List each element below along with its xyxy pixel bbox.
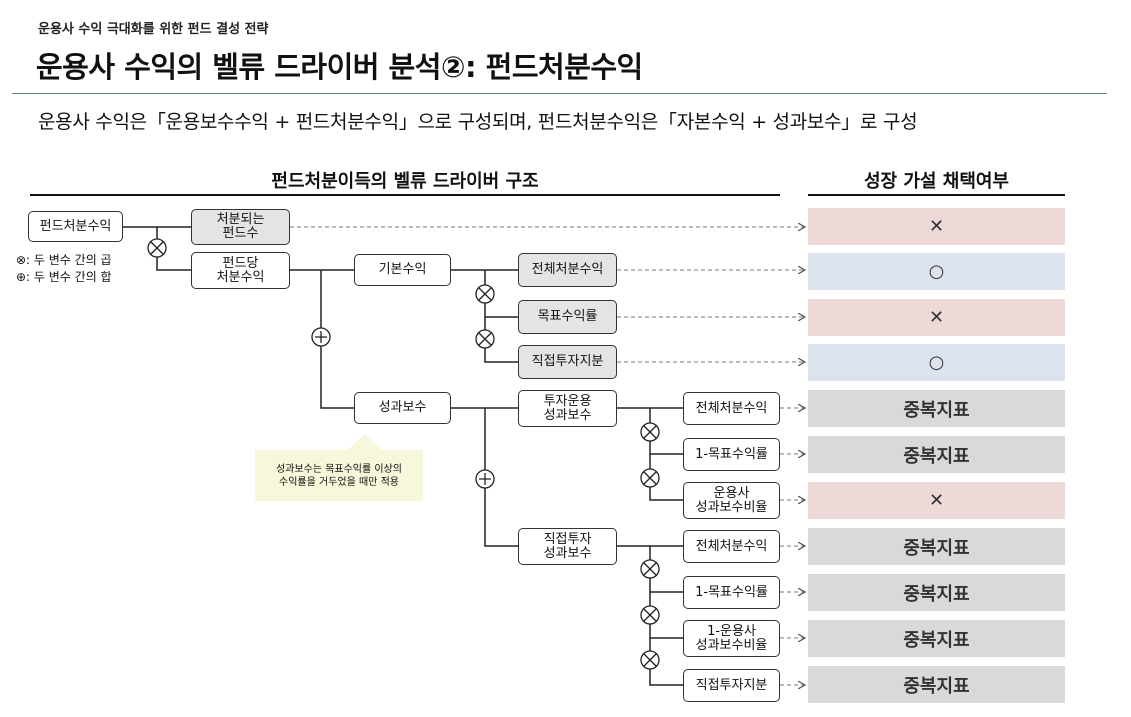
node-direct-investment-perf-fee: 직접투자 성과보수 bbox=[518, 528, 617, 565]
result-cell: ✕ bbox=[808, 208, 1065, 245]
node-performance-fee: 성과보수 bbox=[354, 392, 451, 424]
node-one-minus-gp-perf-fee-ratio-line2: 성과보수비율 bbox=[695, 637, 768, 653]
node-gp-perf-fee-ratio-line2: 성과보수비율 bbox=[695, 499, 768, 515]
result-cell: 중복지표 bbox=[808, 528, 1065, 565]
node-direct-investment-share-1: 직접투자지분 bbox=[518, 345, 617, 379]
result-mark: 중복지표 bbox=[903, 537, 970, 559]
node-one-minus-target-2: 1-목표수익률 bbox=[683, 576, 780, 609]
result-mark: ✕ bbox=[928, 307, 945, 328]
kicker: 운용사 수익 극대화를 위한 펀드 결성 전략 bbox=[38, 22, 269, 37]
result-mark: 중복지표 bbox=[903, 629, 970, 651]
legend-add: ⊕: 두 변수 간의 합 bbox=[16, 270, 112, 284]
node-target-return-rate: 목표수익률 bbox=[518, 300, 617, 334]
node-total-disposal-2: 전체처분수익 bbox=[683, 392, 780, 425]
node-funds-disposed-line1: 처분되는 bbox=[216, 212, 265, 227]
node-investment-perf-fee-line2: 성과보수 bbox=[543, 407, 592, 423]
node-investment-perf-fee: 투자운용 성과보수 bbox=[518, 390, 617, 427]
node-total-disposal-1: 전체처분수익 bbox=[518, 253, 617, 287]
node-direct-investment-perf-fee-line2: 성과보수 bbox=[543, 545, 592, 561]
node-one-minus-gp-perf-fee-ratio-line1: 1-운용사 bbox=[707, 623, 756, 639]
node-gp-perf-fee-ratio-line1: 운용사 bbox=[713, 485, 750, 501]
title-divider bbox=[12, 93, 1107, 94]
multiply-operator-5 bbox=[640, 468, 660, 488]
node-per-fund-disposal: 펀드당 처분수익 bbox=[191, 252, 290, 289]
note-line2: 수익률을 거두었을 때만 적용 bbox=[279, 476, 399, 488]
page-title: 운용사 수익의 벨류 드라이버 분석②: 펀드처분수익 bbox=[36, 50, 643, 84]
result-mark: ○ bbox=[928, 352, 945, 373]
left-column-rule bbox=[30, 194, 780, 196]
result-mark: 중복지표 bbox=[903, 675, 970, 697]
node-per-fund-disposal-line1: 펀드당 bbox=[222, 255, 259, 271]
result-cell: ✕ bbox=[808, 299, 1065, 336]
node-investment-perf-fee-line1: 투자운용 bbox=[543, 393, 592, 409]
multiply-operator-2 bbox=[475, 284, 495, 304]
legend-multiply: ⊗: 두 변수 간의 곱 bbox=[16, 253, 112, 267]
result-cell: ✕ bbox=[808, 482, 1065, 519]
node-direct-investment-perf-fee-line1: 직접투자 bbox=[543, 531, 592, 547]
result-mark: 중복지표 bbox=[903, 445, 970, 467]
add-operator-1 bbox=[311, 327, 331, 347]
node-per-fund-disposal-line2: 처분수익 bbox=[216, 269, 265, 285]
multiply-operator-8 bbox=[640, 650, 660, 670]
add-operator-2 bbox=[475, 469, 495, 489]
result-cell: 중복지표 bbox=[808, 574, 1065, 611]
multiply-operator-1 bbox=[147, 238, 167, 258]
multiply-operator-7 bbox=[640, 605, 660, 625]
node-base-income: 기본수익 bbox=[354, 254, 451, 286]
node-direct-investment-share-2: 직접투자지분 bbox=[683, 669, 780, 702]
node-funds-disposed: 처분되는 펀드수 bbox=[191, 209, 290, 245]
result-mark: 중복지표 bbox=[903, 583, 970, 605]
result-cell: 중복지표 bbox=[808, 666, 1065, 703]
node-fund-disposal-income: 펀드처분수익 bbox=[28, 211, 123, 242]
multiply-operator-3 bbox=[475, 329, 495, 349]
performance-fee-note: 성과보수는 목표수익률 이상의 수익률을 거두었을 때만 적용 bbox=[255, 450, 423, 501]
node-funds-disposed-line2: 펀드수 bbox=[222, 226, 259, 241]
legend: ⊗: 두 변수 간의 곱 ⊕: 두 변수 간의 합 bbox=[16, 252, 112, 286]
result-mark: ✕ bbox=[928, 490, 945, 511]
note-line1: 성과보수는 목표수익률 이상의 bbox=[276, 463, 402, 475]
node-gp-perf-fee-ratio: 운용사 성과보수비율 bbox=[683, 482, 780, 519]
page-subtitle: 운용사 수익은「운용보수수익 + 펀드처분수익」으로 구성되며, 펀드처분수익은… bbox=[38, 111, 918, 133]
result-mark: ✕ bbox=[928, 216, 945, 237]
result-cell: 중복지표 bbox=[808, 436, 1065, 473]
node-one-minus-target-1: 1-목표수익률 bbox=[683, 438, 780, 471]
node-one-minus-gp-perf-fee-ratio: 1-운용사 성과보수비율 bbox=[683, 620, 780, 657]
multiply-operator-4 bbox=[640, 422, 660, 442]
multiply-operator-6 bbox=[640, 559, 660, 579]
result-cell: 중복지표 bbox=[808, 620, 1065, 657]
right-column-heading: 성장 가설 채택여부 bbox=[863, 171, 1009, 192]
result-cell: 중복지표 bbox=[808, 390, 1065, 427]
result-mark: 중복지표 bbox=[903, 399, 970, 421]
result-mark: ○ bbox=[928, 261, 945, 282]
node-total-disposal-3: 전체처분수익 bbox=[683, 530, 780, 563]
right-column-rule bbox=[808, 194, 1065, 196]
left-column-heading: 펀드처분이득의 벨류 드라이버 구조 bbox=[271, 171, 539, 192]
result-cell: ○ bbox=[808, 253, 1065, 290]
result-cell: ○ bbox=[808, 344, 1065, 381]
